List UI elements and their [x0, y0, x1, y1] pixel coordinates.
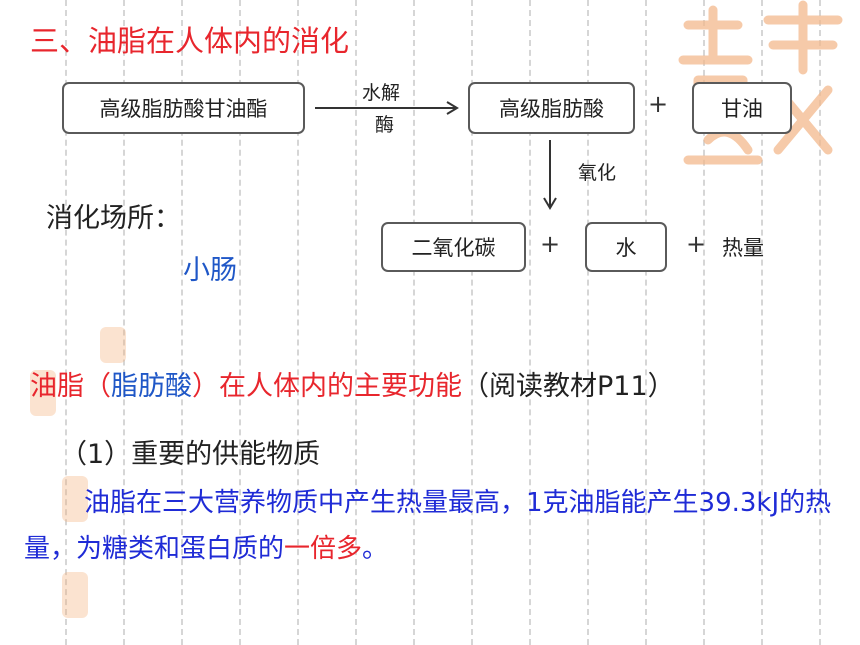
grid-line — [761, 0, 763, 645]
stamp-icon — [100, 327, 126, 363]
digestion-site-value: 小肠 — [183, 255, 237, 286]
grid-line — [471, 0, 473, 645]
stamp-icon — [30, 370, 56, 416]
paragraph-text: 油脂在三大营养物质中产生热量最高，1克油脂能产生39.3kJ的热量，为糖类和蛋白… — [24, 488, 832, 564]
grid-line — [297, 0, 299, 645]
arrow-bottom-label: 酶 — [375, 114, 395, 136]
plus-sign: + — [648, 90, 669, 118]
box-water: 水 — [585, 222, 667, 272]
box-glycerol: 甘油 — [692, 82, 792, 134]
grid-line — [703, 0, 705, 645]
functions-heading-part: （ — [84, 371, 111, 402]
page-title: 三、油脂在人体内的消化 — [30, 24, 350, 58]
box-fatty-acid-label: 高级脂肪酸 — [499, 97, 604, 121]
functions-heading-part: （阅读教材P11） — [462, 371, 675, 402]
plus-sign: + — [540, 230, 561, 258]
box-fatty-acid: 高级脂肪酸 — [468, 82, 635, 134]
digestion-site-label: 消化场所： — [46, 203, 181, 234]
functions-heading-part: 在人体内的主要功能 — [219, 371, 462, 402]
heat-label: 热量 — [722, 236, 764, 260]
functions-heading: 油脂（脂肪酸）在人体内的主要功能（阅读教材P11） — [30, 364, 675, 403]
paragraph-text: 。 — [362, 534, 389, 564]
paragraph-highlight: 一倍多 — [284, 534, 363, 564]
grid-line — [355, 0, 357, 645]
grid-line — [413, 0, 415, 645]
functions-heading-part: 脂肪酸 — [111, 371, 192, 402]
down-arrow-label: 氧化 — [578, 162, 617, 184]
grid-line — [529, 0, 531, 645]
grid-line — [181, 0, 183, 645]
arrow-top-label: 水解 — [362, 82, 401, 104]
stamp-icon — [62, 572, 88, 618]
seal-watermark-icon — [678, 0, 843, 165]
box-glyceride: 高级脂肪酸甘油酯 — [62, 82, 305, 134]
box-glycerol-label: 甘油 — [721, 97, 763, 121]
grid-line — [239, 0, 241, 645]
functions-heading-part: ） — [192, 371, 219, 402]
grid-line — [65, 0, 67, 645]
down-arrow-icon — [543, 140, 557, 210]
functions-heading-part: 油脂 — [30, 371, 84, 402]
grid-line — [819, 0, 821, 645]
box-co2-label: 二氧化碳 — [411, 236, 496, 260]
right-arrow-icon — [315, 101, 459, 115]
stamp-icon — [62, 476, 88, 522]
body-paragraph: 油脂在三大营养物质中产生热量最高，1克油脂能产生39.3kJ的热量，为糖类和蛋白… — [24, 480, 854, 572]
box-glyceride-label: 高级脂肪酸甘油酯 — [99, 97, 268, 121]
section-heading: （1）重要的供能物质 — [60, 439, 321, 470]
grid-line — [123, 0, 125, 645]
box-co2: 二氧化碳 — [381, 222, 526, 272]
grid-line — [645, 0, 647, 645]
grid-line — [587, 0, 589, 645]
plus-sign: + — [686, 230, 707, 258]
box-water-label: 水 — [615, 236, 637, 260]
